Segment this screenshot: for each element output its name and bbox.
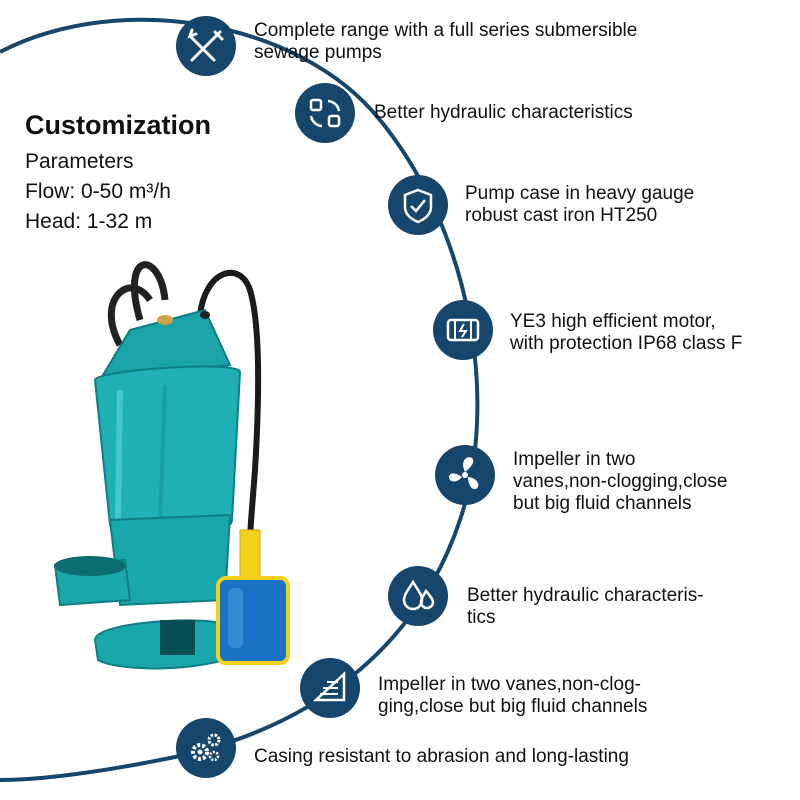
feature-5-line-1: Impeller in two xyxy=(513,449,636,470)
feature-4-line-1: YE3 high efficient motor, xyxy=(510,311,716,332)
feature-2-text: Better hydraulic characteristics xyxy=(374,102,633,124)
fan-impeller-icon xyxy=(435,445,495,505)
feature-7-line-2: ging,close but big fluid channels xyxy=(378,696,648,717)
feature-8-line-1: Casing resistant to abrasion and long-la… xyxy=(254,746,629,767)
feature-3-line-2: robust cast iron HT250 xyxy=(465,205,658,226)
gears-icon xyxy=(176,718,236,778)
feature-5-line-2: vanes,non-clogging,close xyxy=(513,471,728,492)
feature-7-line-1: Impeller in two vanes,non-clog- xyxy=(378,674,641,695)
feature-1-text: Complete range with a full series submer… xyxy=(254,20,637,64)
water-drops-icon xyxy=(388,566,448,626)
head-spec: Head: 1-32 m xyxy=(25,210,153,233)
feature-1-line-2: sewage pumps xyxy=(254,42,382,63)
feature-6-line-2: tics xyxy=(467,607,496,628)
feature-4-line-2: with protection IP68 class F xyxy=(510,333,743,354)
feature-6-text: Better hydraulic characteris- tics xyxy=(467,585,704,629)
parameters-label: Parameters xyxy=(25,150,134,173)
feature-2-line-1: Better hydraulic characteristics xyxy=(374,102,633,123)
feature-3-line-1: Pump case in heavy gauge xyxy=(465,183,695,204)
feature-8-text: Casing resistant to abrasion and long-la… xyxy=(254,746,629,768)
channel-chart-icon xyxy=(300,658,360,718)
feature-5-text: Impeller in two vanes,non-clogging,close… xyxy=(513,449,727,515)
motor-icon xyxy=(433,300,493,360)
flow-spec: Flow: 0-50 m³/h xyxy=(25,180,171,203)
pump-image xyxy=(53,261,290,670)
customization-title: Customization xyxy=(25,110,211,140)
feature-3-text: Pump case in heavy gauge robust cast iro… xyxy=(465,183,694,227)
feature-6-line-1: Better hydraulic characteris- xyxy=(467,585,704,606)
feature-7-text: Impeller in two vanes,non-clog- ging,clo… xyxy=(378,674,647,718)
cycle-icon xyxy=(295,83,355,143)
feature-1-line-1: Complete range with a full series submer… xyxy=(254,20,638,41)
feature-4-text: YE3 high efficient motor, with protectio… xyxy=(510,311,742,355)
tools-icon xyxy=(176,16,236,76)
feature-5-line-3: but big fluid channels xyxy=(513,493,692,514)
shield-check-icon xyxy=(388,175,448,235)
